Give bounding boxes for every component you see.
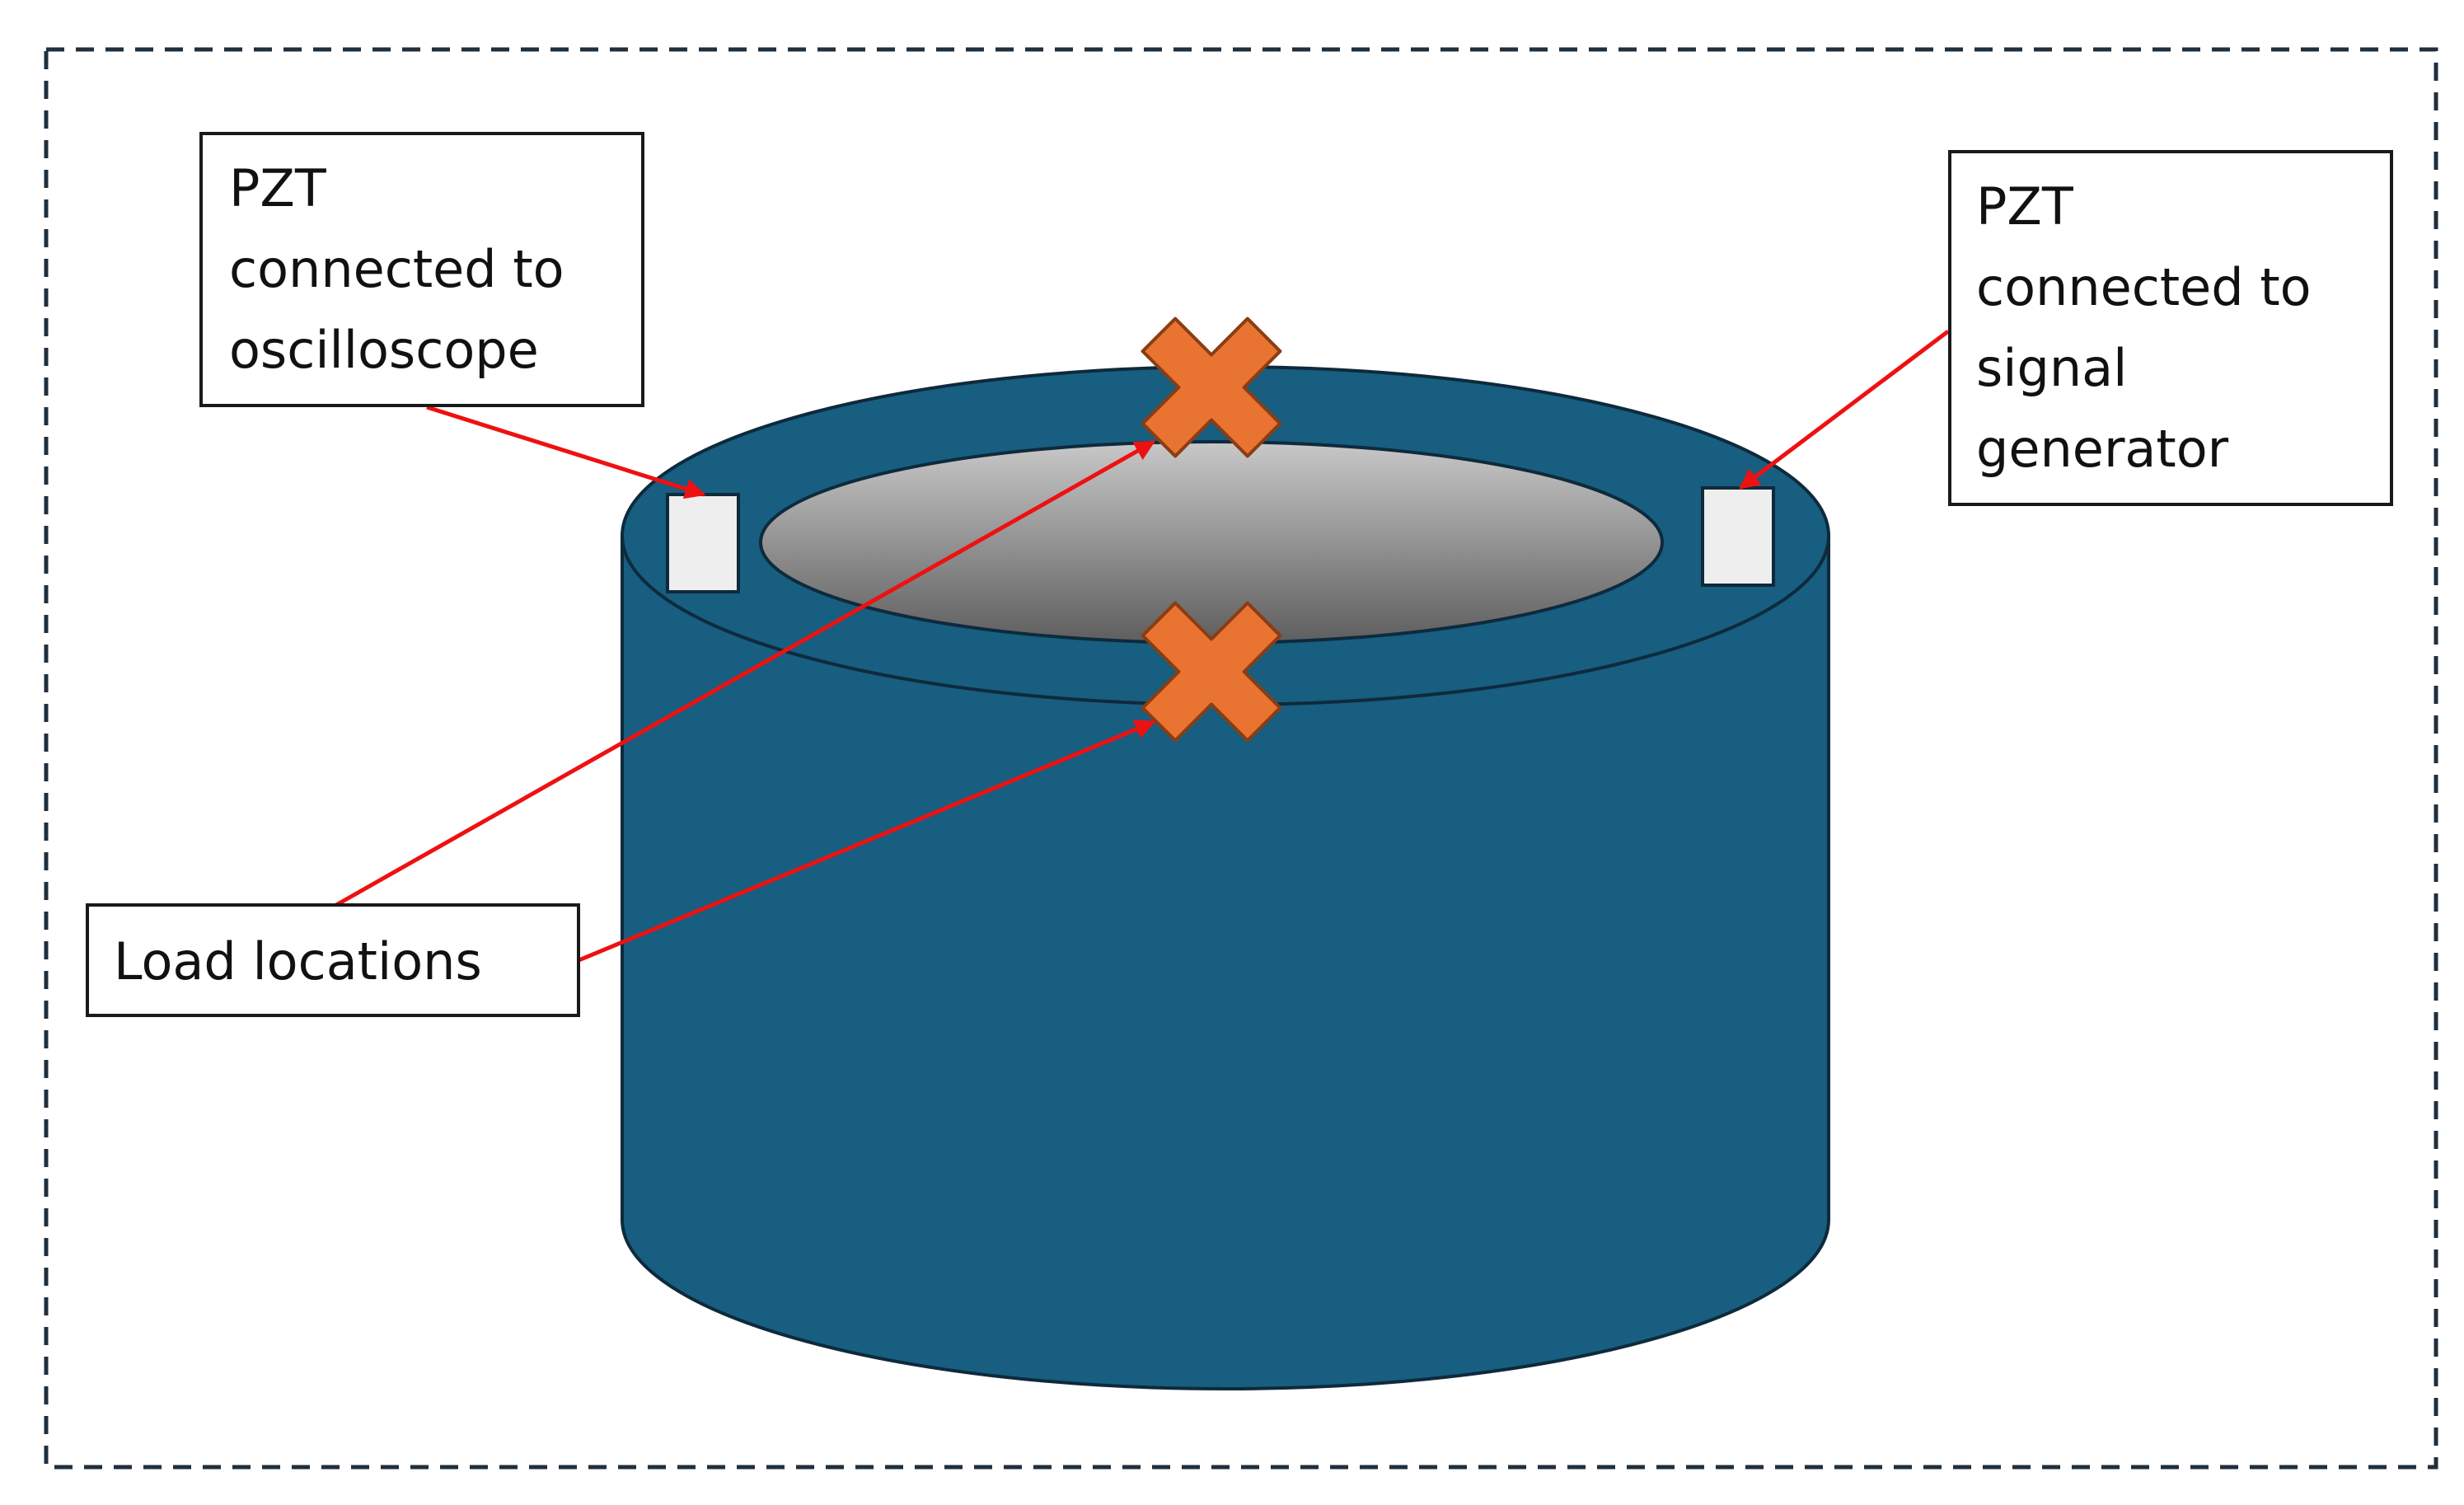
label-line: signal [1976,338,2127,398]
pzt-sensor-icon [666,493,740,593]
label-line: PZT [1976,176,2074,237]
label-line: oscilloscope [229,320,539,380]
arrow-oscilloscope [426,405,706,499]
arrows [335,330,1950,963]
label-line: connected to [1976,257,2312,317]
arrow-load-top [335,439,1156,907]
label-generator-pzt: PZT connected to signal generator [1948,150,2393,506]
label-line: PZT [229,158,327,218]
pzt-sensor-icon [1701,486,1775,587]
x-mark-icon [1141,316,1282,458]
label-line: Load locations [114,931,482,992]
label-line: generator [1976,419,2229,479]
x-mark-icon [1141,601,1282,743]
arrow-generator [1739,330,1950,490]
cylinder-body [621,534,1830,1390]
label-oscilloscope-pzt: PZT connected to oscilloscope [199,132,644,407]
arrow-load-bottom [576,720,1156,963]
cylinder-inner-opening [759,440,1664,645]
cylinder [621,365,1830,1390]
label-line: connected to [229,239,564,299]
label-load-locations: Load locations [86,903,580,1017]
dashed-frame [44,47,2438,1470]
